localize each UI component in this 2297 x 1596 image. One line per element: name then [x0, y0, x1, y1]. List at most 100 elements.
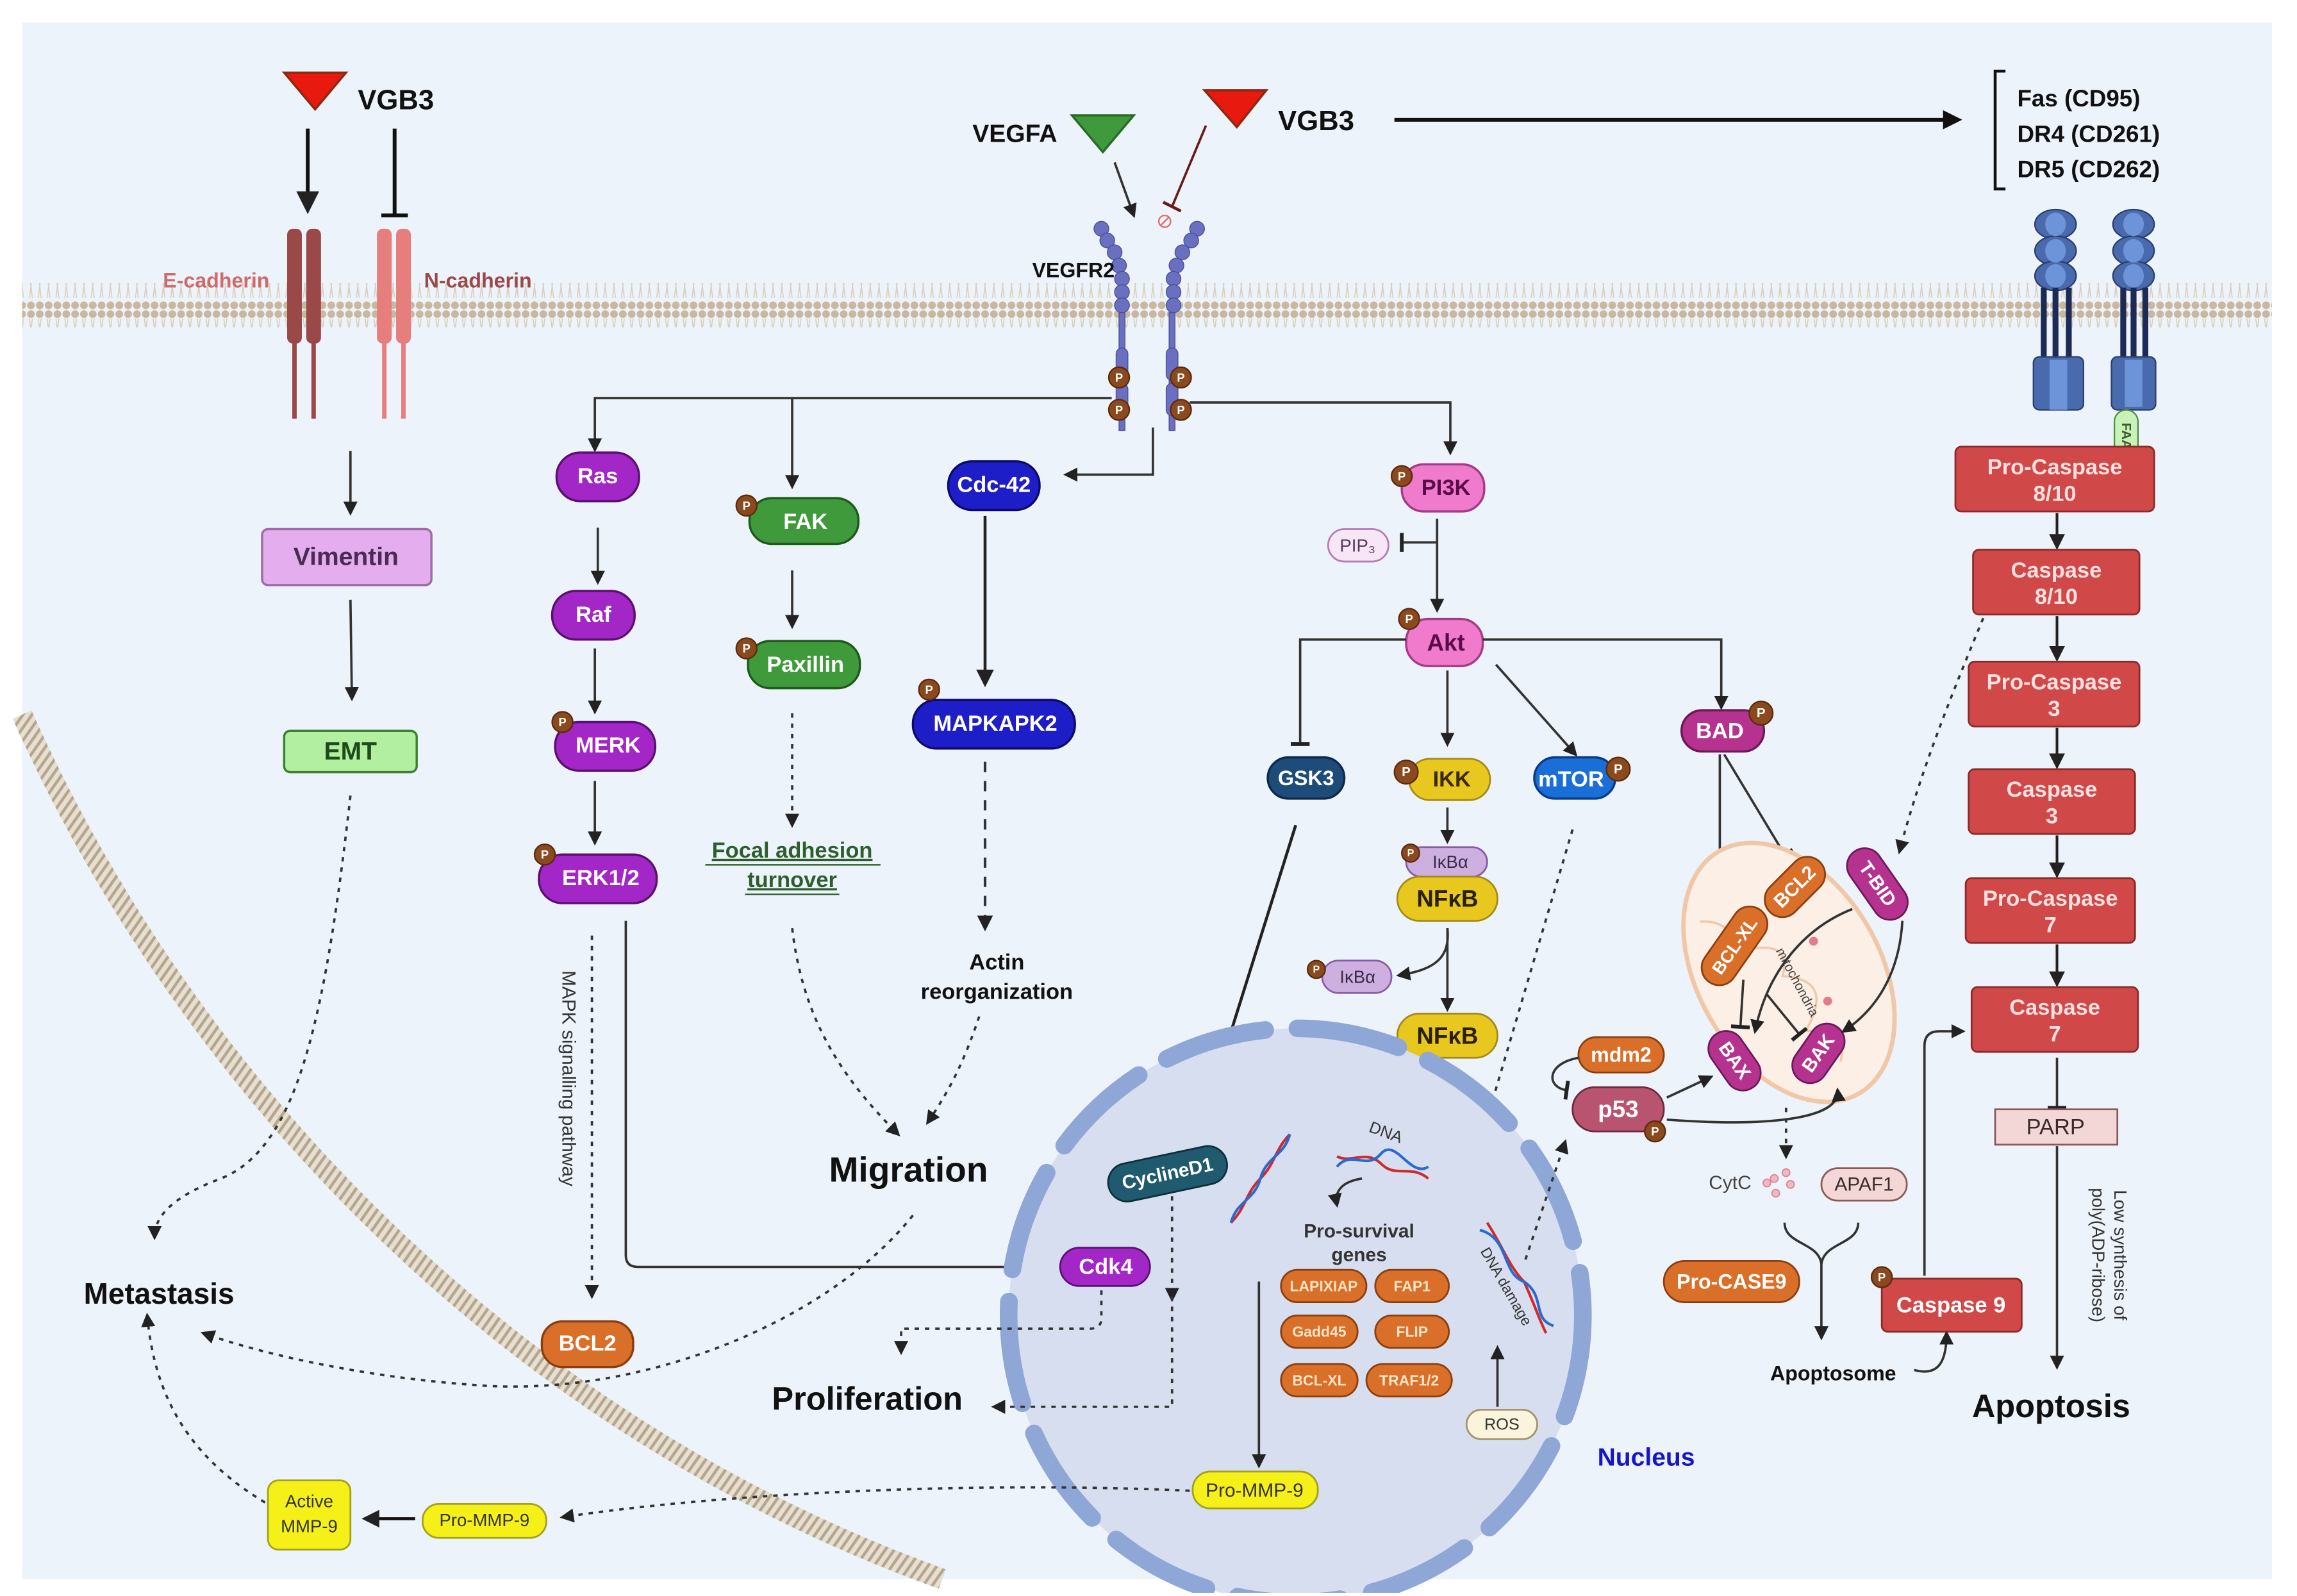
- gene-label: TRAF1/2: [1379, 1372, 1439, 1388]
- gene-label: LAPIXIAP: [1289, 1277, 1357, 1294]
- mapkapk2-label: MAPKAPK2: [933, 711, 1057, 736]
- svg-text:P: P: [1313, 963, 1320, 975]
- caspase-node-6: [1970, 986, 2139, 1053]
- actin-to-migration-arrow: [925, 1016, 981, 1126]
- mapk-pathway-label: MAPK signalling pathway: [558, 970, 579, 1186]
- parp-node: [1994, 1108, 2119, 1146]
- gene-node: [1280, 1268, 1368, 1304]
- phospho-icon: [1393, 760, 1419, 785]
- p53-label: p53: [1598, 1096, 1638, 1122]
- pip3-node: [1327, 528, 1389, 563]
- apoptosis-outcome: Apoptosis: [1972, 1388, 2130, 1424]
- parp-note-1: Low synthesis of: [2110, 1190, 2130, 1320]
- gene-node: [1374, 1314, 1450, 1349]
- p53-node: [1571, 1086, 1665, 1133]
- akt-node: [1405, 617, 1484, 667]
- vimentin-label: Vimentin: [294, 544, 399, 571]
- focal-adhesion-label-1: Focal adhesion: [712, 838, 873, 863]
- caspase-node-3: [1968, 660, 2141, 727]
- ras-label: Ras: [577, 464, 618, 488]
- phospho-icon: [551, 711, 574, 733]
- phospho-icon: [1605, 756, 1631, 782]
- nfkb-free-node: [1396, 1012, 1498, 1059]
- mtor-label: mTOR: [1538, 767, 1604, 792]
- tbid-to-bak-arrow: [1841, 920, 1904, 1033]
- apaf1-label: APAF1: [1834, 1174, 1893, 1195]
- vgb3-left-label: VGB3: [358, 85, 434, 116]
- mdm2-label: mdm2: [1591, 1043, 1652, 1067]
- bak-node: [1791, 1022, 1846, 1085]
- bad-label: BAD: [1696, 719, 1744, 743]
- ros-node: [1465, 1409, 1538, 1440]
- bad-inhibits-bcl2-line: [1723, 754, 1794, 861]
- gene-node: [1280, 1363, 1359, 1398]
- focal-adhesion-to-migration-arrow: [791, 927, 900, 1136]
- parp-label: PARP: [2027, 1115, 2085, 1139]
- raf-label: Raf: [576, 603, 611, 627]
- svg-text:P: P: [1398, 469, 1406, 483]
- gene-label: Gadd45: [1292, 1324, 1346, 1340]
- caspase-node-label: Pro-Caspase: [1987, 670, 2122, 694]
- vgb3-right-label: VGB3: [1278, 105, 1354, 137]
- gene-node: [1365, 1363, 1453, 1398]
- active-mmp9-label-1: Active: [285, 1491, 333, 1511]
- vgb3-left-ligand: VGB3: [281, 71, 434, 116]
- p53-to-bak-arrow: [1666, 1087, 1846, 1124]
- svg-text:P: P: [743, 642, 750, 655]
- e-cadherin-label: E-cadherin: [163, 269, 269, 292]
- pro-case9-node: [1663, 1259, 1800, 1304]
- erk-node: [538, 853, 658, 904]
- cytc-label: CytC: [1709, 1172, 1751, 1193]
- caspase-node-4: [1968, 768, 2136, 835]
- caspase-node-label: Caspase: [2011, 558, 2102, 583]
- vegfr2-label: VEGFR2: [1032, 259, 1115, 282]
- ras-node: [555, 451, 640, 503]
- bclxl-inhibits-bax-line: [1730, 979, 1750, 1029]
- phospho-icon: [918, 678, 940, 701]
- nucleus-label: Nucleus: [1598, 1444, 1695, 1472]
- gene-label: FLIP: [1396, 1324, 1428, 1340]
- phospho-icon: [735, 637, 758, 660]
- caspase-node-sublabel: 8/10: [2035, 585, 2078, 609]
- caspase9-node: [1880, 1277, 2023, 1333]
- caspase9-to-caspase7-arrow: [1923, 1024, 1966, 1276]
- vegfa-binds-vegfr2-arrow: [1113, 162, 1137, 219]
- vgb3-triangle-icon: [1202, 89, 1269, 129]
- active-mmp9-node: [267, 1479, 352, 1551]
- phospho-icon: [1748, 701, 1774, 726]
- gene-label: BCL-XL: [1292, 1372, 1346, 1388]
- svg-text:P: P: [925, 683, 933, 696]
- raf-node: [551, 590, 636, 641]
- akt-inhibits-gsk3-line: [1290, 638, 1407, 746]
- bcl2-label: BCL2: [559, 1331, 617, 1356]
- nfkb-bound-label: NFκB: [1416, 886, 1478, 912]
- dna-helix-icon: [1336, 1148, 1429, 1180]
- extracellular-pro-mmp9-node: [421, 1503, 547, 1539]
- parp-note-2: poly(ADP-ribose): [2089, 1188, 2109, 1322]
- nuclear-pro-mmp9-label: Pro-MMP-9: [1206, 1480, 1304, 1501]
- death-receptor-bracket: [1993, 69, 2006, 191]
- apoptosome-to-caspase9-arrow: [1914, 1330, 1954, 1373]
- gsk3-label: GSK3: [1278, 767, 1334, 790]
- active-mmp9-to-metastasis-arrow: [141, 1312, 266, 1504]
- cyclined1-node: [1107, 1145, 1228, 1202]
- svg-text:P: P: [541, 848, 549, 861]
- svg-text:P: P: [1757, 706, 1766, 720]
- apaf1-node: [1820, 1167, 1908, 1202]
- paxillin-node: [747, 640, 861, 690]
- caspase-node-sublabel: 3: [2046, 804, 2058, 829]
- gene-node: [1280, 1314, 1359, 1349]
- caspase9-label: Caspase 9: [1896, 1293, 2005, 1317]
- bax-node: [1707, 1030, 1762, 1092]
- dna-damage-to-p53-arrow: [1524, 1139, 1568, 1260]
- n-cadherin-receptor: [377, 228, 411, 419]
- svg-text:P: P: [1407, 847, 1414, 859]
- mdm2-inhibits-p53-line: [1551, 1056, 1579, 1100]
- pro-survival-label-1: Pro-survival: [1304, 1221, 1414, 1242]
- svg-text:P: P: [1115, 403, 1123, 417]
- mapkapk2-node: [911, 699, 1076, 750]
- cdc42-node: [947, 460, 1041, 511]
- death-receptor-dr4: DR4 (CD261): [2017, 121, 2160, 147]
